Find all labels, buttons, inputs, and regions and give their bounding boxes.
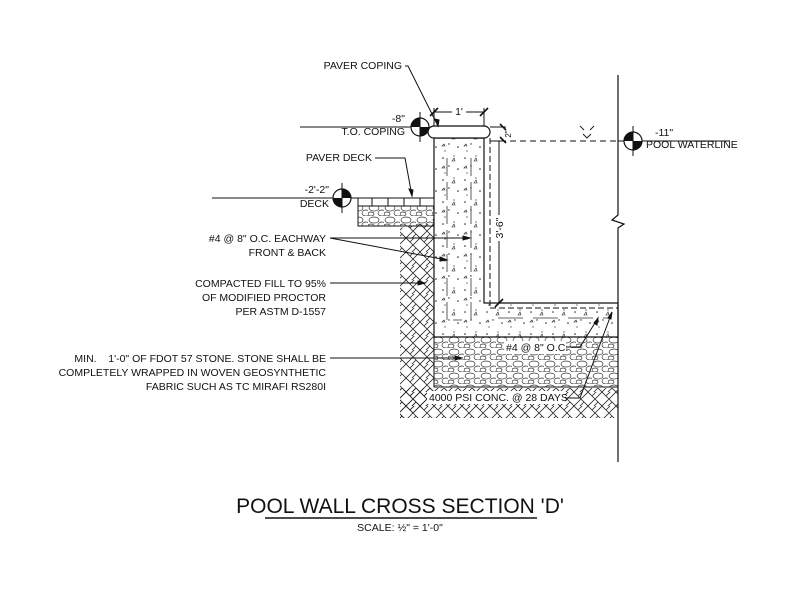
dimension-coping-offset: [490, 123, 507, 144]
callout-stone-line3: FABRIC SUCH AS TC MIRAFI RS280I: [146, 381, 326, 393]
callout-concrete: 4000 PSI CONC. @ 28 DAYS: [429, 392, 568, 404]
callout-fill-line1: COMPACTED FILL TO 95%: [195, 278, 326, 290]
dimension-coping-offset-text: 2": [504, 130, 513, 137]
callout-fill-line3: PER ASTM D-1557: [236, 306, 327, 318]
callout-paver-coping: PAVER COPING: [324, 60, 402, 72]
drawing-scale: SCALE: ½" = 1'-0": [357, 522, 443, 534]
water-level-symbol: [579, 125, 595, 139]
elevation-marker-deck: [212, 183, 358, 213]
dimension-wall-height-text: 3'-6": [494, 217, 506, 238]
callout-paver-deck: PAVER DECK: [306, 152, 372, 164]
elevation-marker-coping: [300, 112, 430, 142]
deck-elevation-value: -2'-2": [305, 184, 330, 196]
leader-lines: [329, 65, 613, 399]
deck-elevation-label: DECK: [300, 198, 329, 210]
callout-stone-line1: MIN. 1'-0" OF FDOT 57 STONE. STONE SHALL…: [74, 353, 326, 365]
callout-rebar-floor: #4 @ 8" O.C.: [506, 342, 568, 354]
callout-stone-line2: COMPLETELY WRAPPED IN WOVEN GEOSYNTHETIC: [59, 367, 327, 379]
callout-rebar-wall-line1: #4 @ 8" O.C. EACHWAY: [209, 233, 326, 245]
stone-layer: [357, 205, 619, 388]
waterline-elevation-value: -11": [655, 127, 673, 139]
waterline-elevation-label: POOL WATERLINE: [646, 139, 738, 151]
callout-fill-line2: OF MODIFIED PROCTOR: [202, 292, 326, 304]
coping-elevation-value: -8": [392, 113, 405, 125]
drawing-title: POOL WALL CROSS SECTION 'D': [236, 495, 564, 518]
coping-elevation-label: T.O. COPING: [341, 126, 405, 138]
paver-coping: [427, 125, 491, 139]
paver-deck: [357, 197, 435, 207]
pool-edge-line: [610, 75, 626, 462]
callout-concrete-bg: [427, 391, 565, 404]
callout-rebar-wall-line2: FRONT & BACK: [249, 247, 326, 259]
dimension-coping-width-text: 1': [455, 106, 463, 118]
dimension-coping-width: [429, 106, 489, 126]
elevation-marker-waterline: [618, 126, 730, 156]
dimension-wall-height: [493, 141, 505, 308]
callout-rebar-floor-bg: [504, 341, 566, 354]
